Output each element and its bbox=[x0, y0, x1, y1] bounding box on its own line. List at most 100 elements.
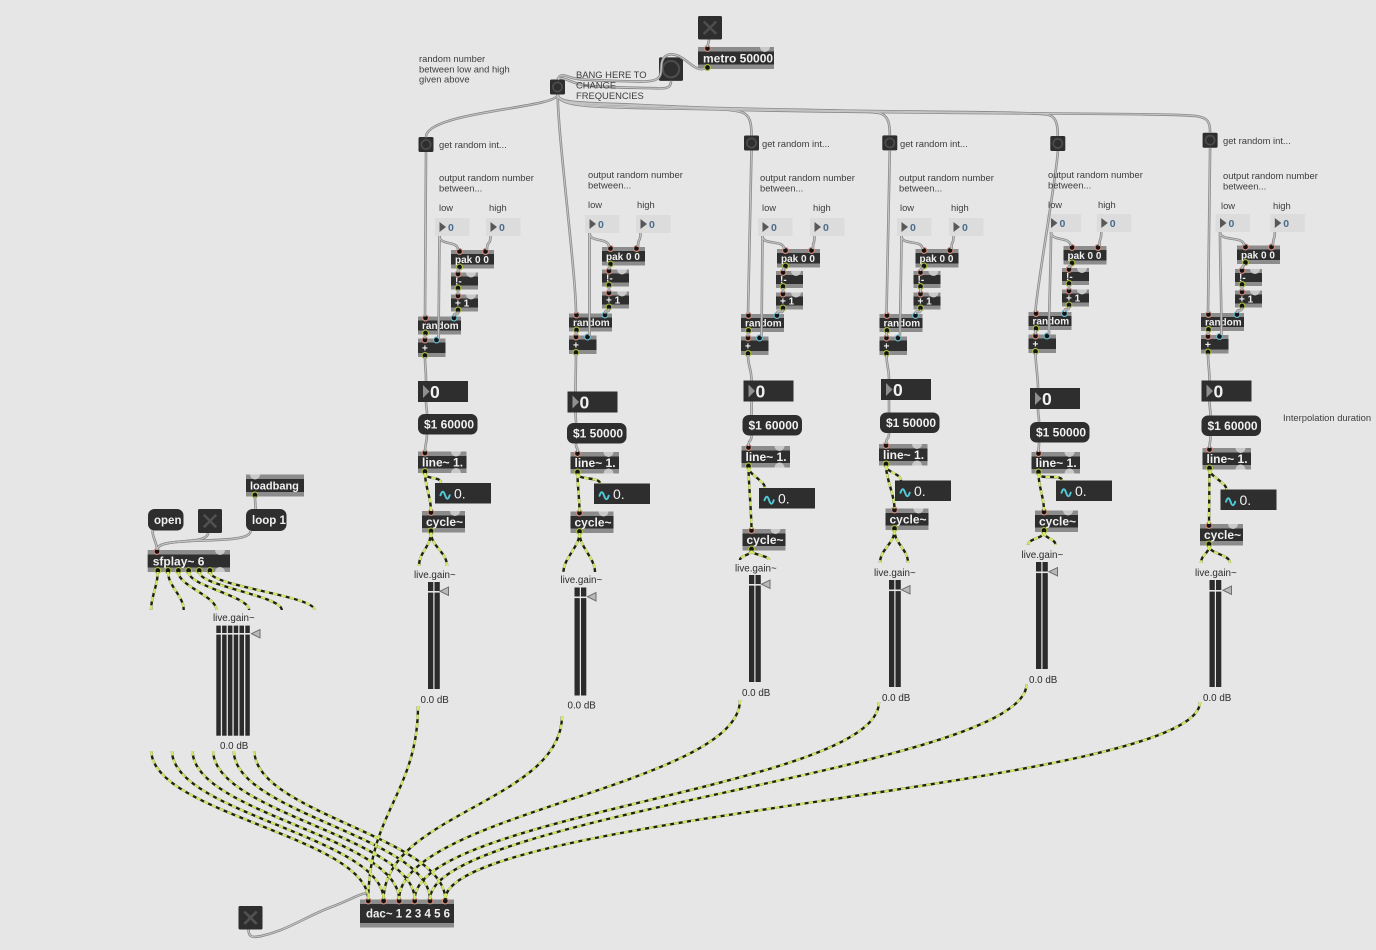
svg-text:get random int...: get random int... bbox=[900, 138, 968, 149]
svg-text:0.0 dB: 0.0 dB bbox=[421, 695, 450, 706]
svg-text:pak 0 0: pak 0 0 bbox=[920, 254, 954, 265]
svg-text:!-: !- bbox=[606, 274, 613, 285]
svg-text:$1 60000: $1 60000 bbox=[1208, 419, 1258, 433]
svg-text:+: + bbox=[1205, 340, 1211, 351]
svg-text:cycle~: cycle~ bbox=[1039, 515, 1076, 529]
svg-text:high: high bbox=[1098, 199, 1116, 210]
svg-text:+ 1: + 1 bbox=[780, 297, 795, 308]
svg-text:!-: !- bbox=[1066, 272, 1073, 283]
svg-text:live.gain~: live.gain~ bbox=[1022, 550, 1064, 561]
svg-text:$1 50000: $1 50000 bbox=[1036, 426, 1086, 440]
svg-text:0: 0 bbox=[1042, 389, 1052, 409]
svg-text:dac~ 1 2 3 4 5 6: dac~ 1 2 3 4 5 6 bbox=[366, 909, 450, 921]
svg-text:line~ 1.: line~ 1. bbox=[883, 448, 924, 462]
svg-text:0: 0 bbox=[1214, 381, 1224, 401]
svg-text:random: random bbox=[422, 321, 459, 332]
svg-text:+ 1: + 1 bbox=[1066, 294, 1081, 305]
svg-text:0: 0 bbox=[598, 219, 604, 231]
svg-text:live.gain~: live.gain~ bbox=[561, 575, 603, 586]
svg-text:0: 0 bbox=[1060, 218, 1066, 230]
svg-text:loop 1: loop 1 bbox=[252, 515, 286, 527]
svg-text:cycle~: cycle~ bbox=[1204, 528, 1241, 542]
svg-text:pak 0 0: pak 0 0 bbox=[606, 252, 640, 263]
svg-text:0: 0 bbox=[580, 392, 590, 412]
svg-text:sfplay~ 6: sfplay~ 6 bbox=[153, 554, 205, 568]
svg-text:live.gain~: live.gain~ bbox=[735, 564, 777, 575]
svg-text:live.gain~: live.gain~ bbox=[414, 570, 456, 581]
svg-text:low: low bbox=[762, 202, 776, 213]
svg-text:0: 0 bbox=[1110, 218, 1116, 230]
svg-text:pak 0 0: pak 0 0 bbox=[1068, 251, 1102, 262]
svg-text:+ 1: + 1 bbox=[918, 297, 933, 308]
svg-text:low: low bbox=[900, 202, 914, 213]
svg-text:high: high bbox=[489, 202, 507, 213]
svg-text:line~ 1.: line~ 1. bbox=[1036, 456, 1077, 470]
svg-text:high: high bbox=[637, 199, 655, 210]
svg-text:0.: 0. bbox=[1240, 492, 1252, 508]
svg-text:Interpolation duration: Interpolation duration bbox=[1283, 412, 1371, 423]
svg-text:line~ 1.: line~ 1. bbox=[746, 450, 787, 464]
svg-text:0: 0 bbox=[430, 382, 440, 402]
svg-text:random: random bbox=[573, 318, 610, 329]
svg-text:+ 1: + 1 bbox=[455, 299, 470, 310]
svg-text:+: + bbox=[422, 343, 428, 354]
svg-text:0.: 0. bbox=[454, 485, 466, 501]
svg-text:high: high bbox=[951, 202, 969, 213]
svg-text:pak 0 0: pak 0 0 bbox=[1241, 250, 1275, 261]
svg-text:0: 0 bbox=[499, 222, 505, 234]
svg-text:0: 0 bbox=[893, 380, 903, 400]
svg-text:live.gain~: live.gain~ bbox=[874, 568, 916, 579]
svg-text:0: 0 bbox=[962, 222, 968, 234]
svg-text:0: 0 bbox=[771, 222, 777, 234]
svg-text:0: 0 bbox=[649, 219, 655, 231]
svg-text:0.0 dB: 0.0 dB bbox=[742, 688, 771, 699]
svg-text:high: high bbox=[813, 202, 831, 213]
svg-text:pak 0 0: pak 0 0 bbox=[781, 254, 815, 265]
svg-text:+: + bbox=[745, 341, 751, 352]
svg-text:$1 50000: $1 50000 bbox=[573, 427, 623, 441]
svg-text:+ 1: + 1 bbox=[606, 296, 621, 307]
svg-text:live.gain~: live.gain~ bbox=[213, 613, 255, 624]
svg-text:random: random bbox=[745, 319, 782, 330]
svg-text:cycle~: cycle~ bbox=[426, 515, 463, 529]
svg-text:0.: 0. bbox=[1075, 483, 1087, 499]
svg-text:$1 50000: $1 50000 bbox=[886, 416, 936, 430]
svg-text:+ 1: + 1 bbox=[1239, 295, 1254, 306]
svg-text:random: random bbox=[884, 319, 921, 330]
svg-text:low: low bbox=[1048, 199, 1062, 210]
svg-text:0: 0 bbox=[756, 381, 766, 401]
svg-text:$1 60000: $1 60000 bbox=[749, 419, 799, 433]
svg-text:!-: !- bbox=[780, 275, 787, 286]
svg-text:0: 0 bbox=[823, 222, 829, 234]
svg-text:low: low bbox=[588, 199, 602, 210]
svg-text:0.0 dB: 0.0 dB bbox=[568, 701, 597, 712]
svg-text:!-: !- bbox=[918, 275, 925, 286]
svg-text:+: + bbox=[1033, 339, 1039, 350]
svg-text:line~ 1.: line~ 1. bbox=[1207, 452, 1248, 466]
svg-text:cycle~: cycle~ bbox=[575, 516, 612, 530]
svg-text:line~ 1.: line~ 1. bbox=[575, 456, 616, 470]
svg-text:loadbang: loadbang bbox=[250, 481, 299, 493]
svg-text:+: + bbox=[573, 340, 579, 351]
svg-text:0.0 dB: 0.0 dB bbox=[882, 693, 911, 704]
svg-text:get random int...: get random int... bbox=[439, 139, 507, 150]
svg-text:0: 0 bbox=[910, 222, 916, 234]
svg-text:live.gain~: live.gain~ bbox=[1195, 568, 1237, 579]
svg-text:0: 0 bbox=[1283, 218, 1289, 230]
svg-text:0.0 dB: 0.0 dB bbox=[1029, 675, 1058, 686]
svg-text:low: low bbox=[439, 202, 453, 213]
svg-text:$1 60000: $1 60000 bbox=[424, 418, 474, 432]
svg-text:pak 0 0: pak 0 0 bbox=[455, 255, 489, 266]
svg-text:0.: 0. bbox=[613, 486, 625, 502]
svg-text:!-: !- bbox=[455, 277, 462, 288]
svg-text:get random int...: get random int... bbox=[762, 138, 830, 149]
svg-text:open: open bbox=[154, 515, 181, 527]
svg-text:0.0 dB: 0.0 dB bbox=[220, 741, 249, 752]
